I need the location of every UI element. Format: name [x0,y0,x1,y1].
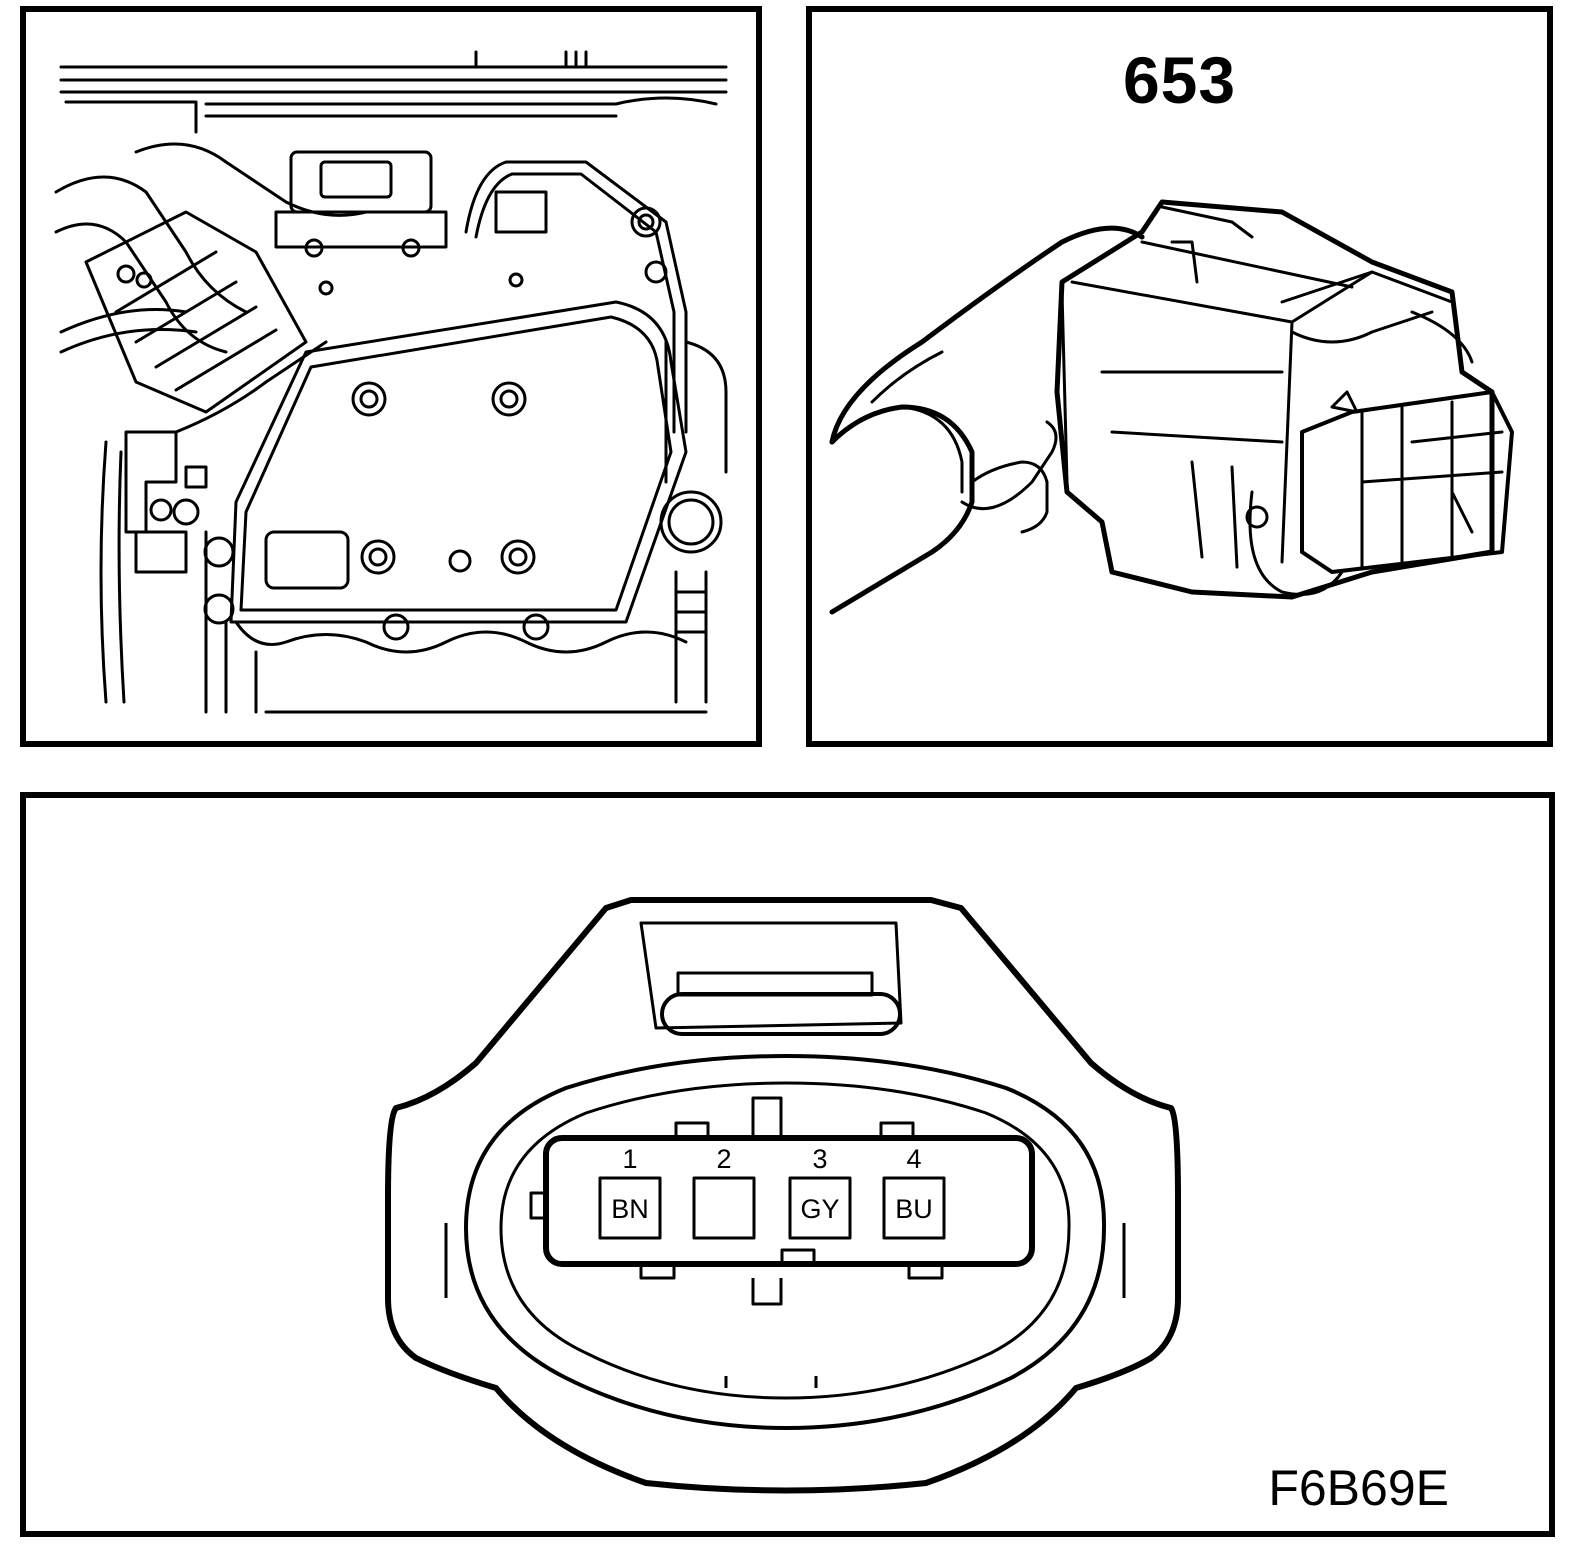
connector-face-diagram: 1 BN 2 3 GY 4 BU [385,897,1181,1494]
pin-number: 2 [716,1144,731,1174]
housing-outline [385,897,1181,1494]
pin-number: 1 [622,1144,637,1174]
pin-wire-color: BN [611,1194,649,1224]
pin-1: 1 BN [598,1144,662,1240]
pin-3: 3 GY [788,1144,852,1240]
connector-illustration-panel: 653 [806,6,1553,747]
pin-2: 2 [692,1144,756,1240]
connector-number: 653 [1122,43,1237,117]
pin-wire-color: GY [800,1194,839,1224]
pin-number: 4 [906,1144,921,1174]
connector-perspective-illustration [829,199,1514,615]
engine-bay-illustration [54,50,728,714]
engine-bay-panel [20,6,762,747]
figure-code: F6B69E [1268,1460,1449,1516]
pin-4: 4 BU [882,1144,946,1240]
pin-wire-color: BU [895,1194,933,1224]
pin-number: 3 [812,1144,827,1174]
pinout-panel: 1 BN 2 3 GY 4 BU F6B69E [20,792,1555,1537]
